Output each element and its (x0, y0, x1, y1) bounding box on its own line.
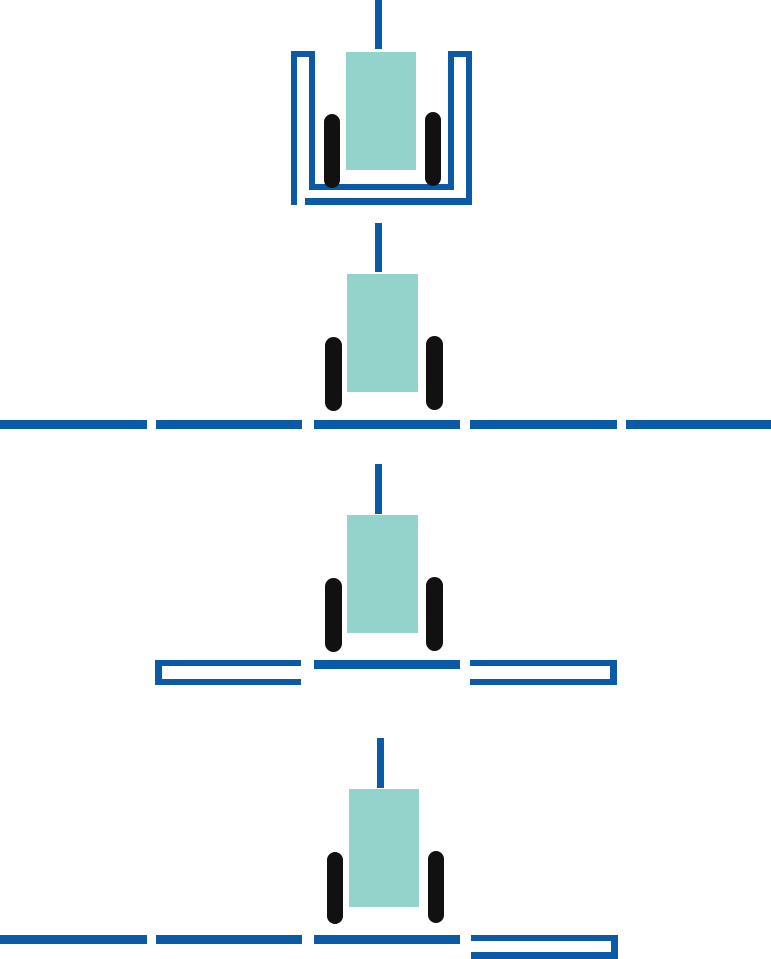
wall-bottom-inner (309, 184, 454, 190)
robot-body (346, 52, 416, 170)
track-fold-left-end (155, 660, 162, 685)
track-segment (0, 420, 147, 429)
robot-body (347, 515, 418, 633)
track-segment (156, 935, 302, 944)
wall-left-inner (309, 51, 315, 190)
track-segment (314, 420, 460, 429)
robot-antenna (375, 223, 382, 272)
track-fold-right-end (611, 935, 618, 959)
robot-body (349, 789, 419, 907)
u-wall-outer (291, 51, 472, 205)
robot-antenna (375, 464, 382, 514)
robot (325, 464, 443, 652)
robot-antenna (375, 0, 382, 49)
robot-wheel-right (425, 112, 441, 186)
track-segment (626, 420, 771, 429)
track-segment-center (314, 660, 460, 669)
track-fold-right-bottom (471, 952, 618, 959)
robot-body (347, 274, 418, 392)
robot (324, 0, 441, 188)
track-segments (0, 935, 618, 959)
robot-wheel-left (325, 337, 342, 411)
robot-wheel-left (325, 578, 342, 652)
wall-right-outer (466, 51, 472, 205)
panel-enclosed (291, 0, 472, 205)
track-segments (0, 420, 771, 429)
wall-right-inner (448, 51, 454, 190)
track-segment (314, 935, 460, 944)
track-segment (0, 935, 147, 944)
wall-left-outer (291, 51, 297, 205)
robot-antenna (377, 738, 384, 788)
robot-wheel-right (426, 577, 443, 651)
track-fold-right-top (470, 660, 617, 666)
wall-left-cap (291, 51, 315, 57)
track-segment (156, 420, 302, 429)
robot (327, 738, 444, 924)
panel-full-line (0, 223, 771, 429)
track-fold-right-bottom (470, 679, 617, 685)
track-fold-left-bottom (155, 679, 301, 685)
robot (325, 223, 443, 411)
track-fold-right-top (471, 935, 618, 941)
track-segment (470, 420, 617, 429)
wall-right-cap (448, 51, 472, 57)
track-segments (155, 660, 617, 685)
panel-right-fold (0, 738, 618, 959)
wall-bottom-outer (305, 198, 472, 205)
robot-wheel-right (428, 851, 444, 923)
track-fold-right-end (610, 660, 617, 685)
robot-wheel-left (327, 852, 343, 924)
panel-folded-ends (155, 464, 617, 685)
track-fold-left-top (155, 660, 301, 666)
robot-wheel-right (426, 336, 443, 410)
robot-wheel-left (324, 114, 340, 188)
